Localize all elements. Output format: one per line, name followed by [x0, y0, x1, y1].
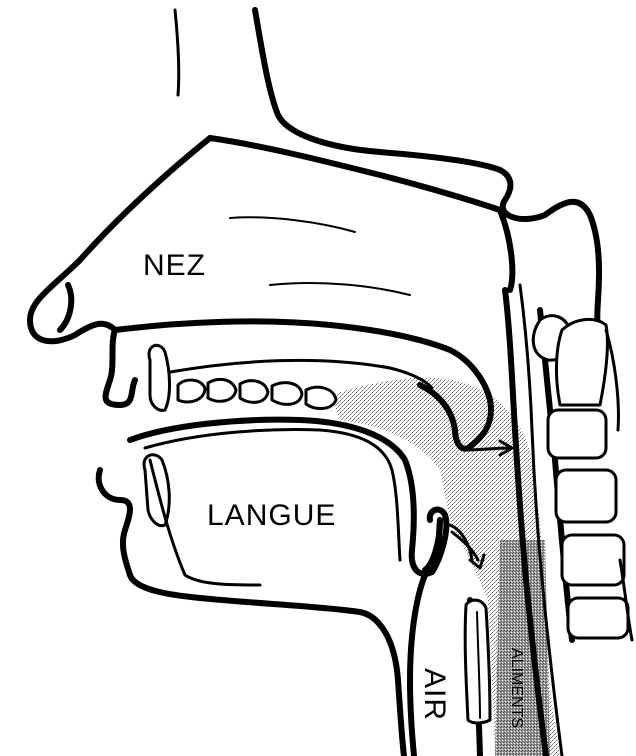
- chin-outline: [130, 575, 404, 756]
- nasal-cavity-line-2: [270, 283, 410, 295]
- label-tongue: LANGUE: [207, 499, 336, 532]
- nostril: [60, 285, 71, 330]
- nasal-cavity-line-1: [230, 217, 355, 232]
- vertebra: [548, 410, 606, 458]
- vertebra: [562, 535, 624, 585]
- vertebra: [568, 598, 628, 638]
- label-food: ALIMENTS: [508, 648, 525, 728]
- larynx-front: [410, 575, 425, 756]
- lower-lip: [99, 470, 130, 575]
- vertebra: [556, 470, 616, 522]
- tongue-inner: [145, 430, 400, 560]
- upper-lip: [106, 330, 135, 405]
- forehead-line: [175, 10, 179, 95]
- label-air: AIR: [418, 668, 451, 721]
- dens-bone: [556, 319, 607, 405]
- nose-outline: [30, 138, 210, 341]
- upper-teeth: [178, 379, 336, 408]
- label-nose: NEZ: [143, 249, 206, 282]
- nasal-bridge-line: [255, 10, 500, 170]
- upper-incisor: [149, 345, 170, 410]
